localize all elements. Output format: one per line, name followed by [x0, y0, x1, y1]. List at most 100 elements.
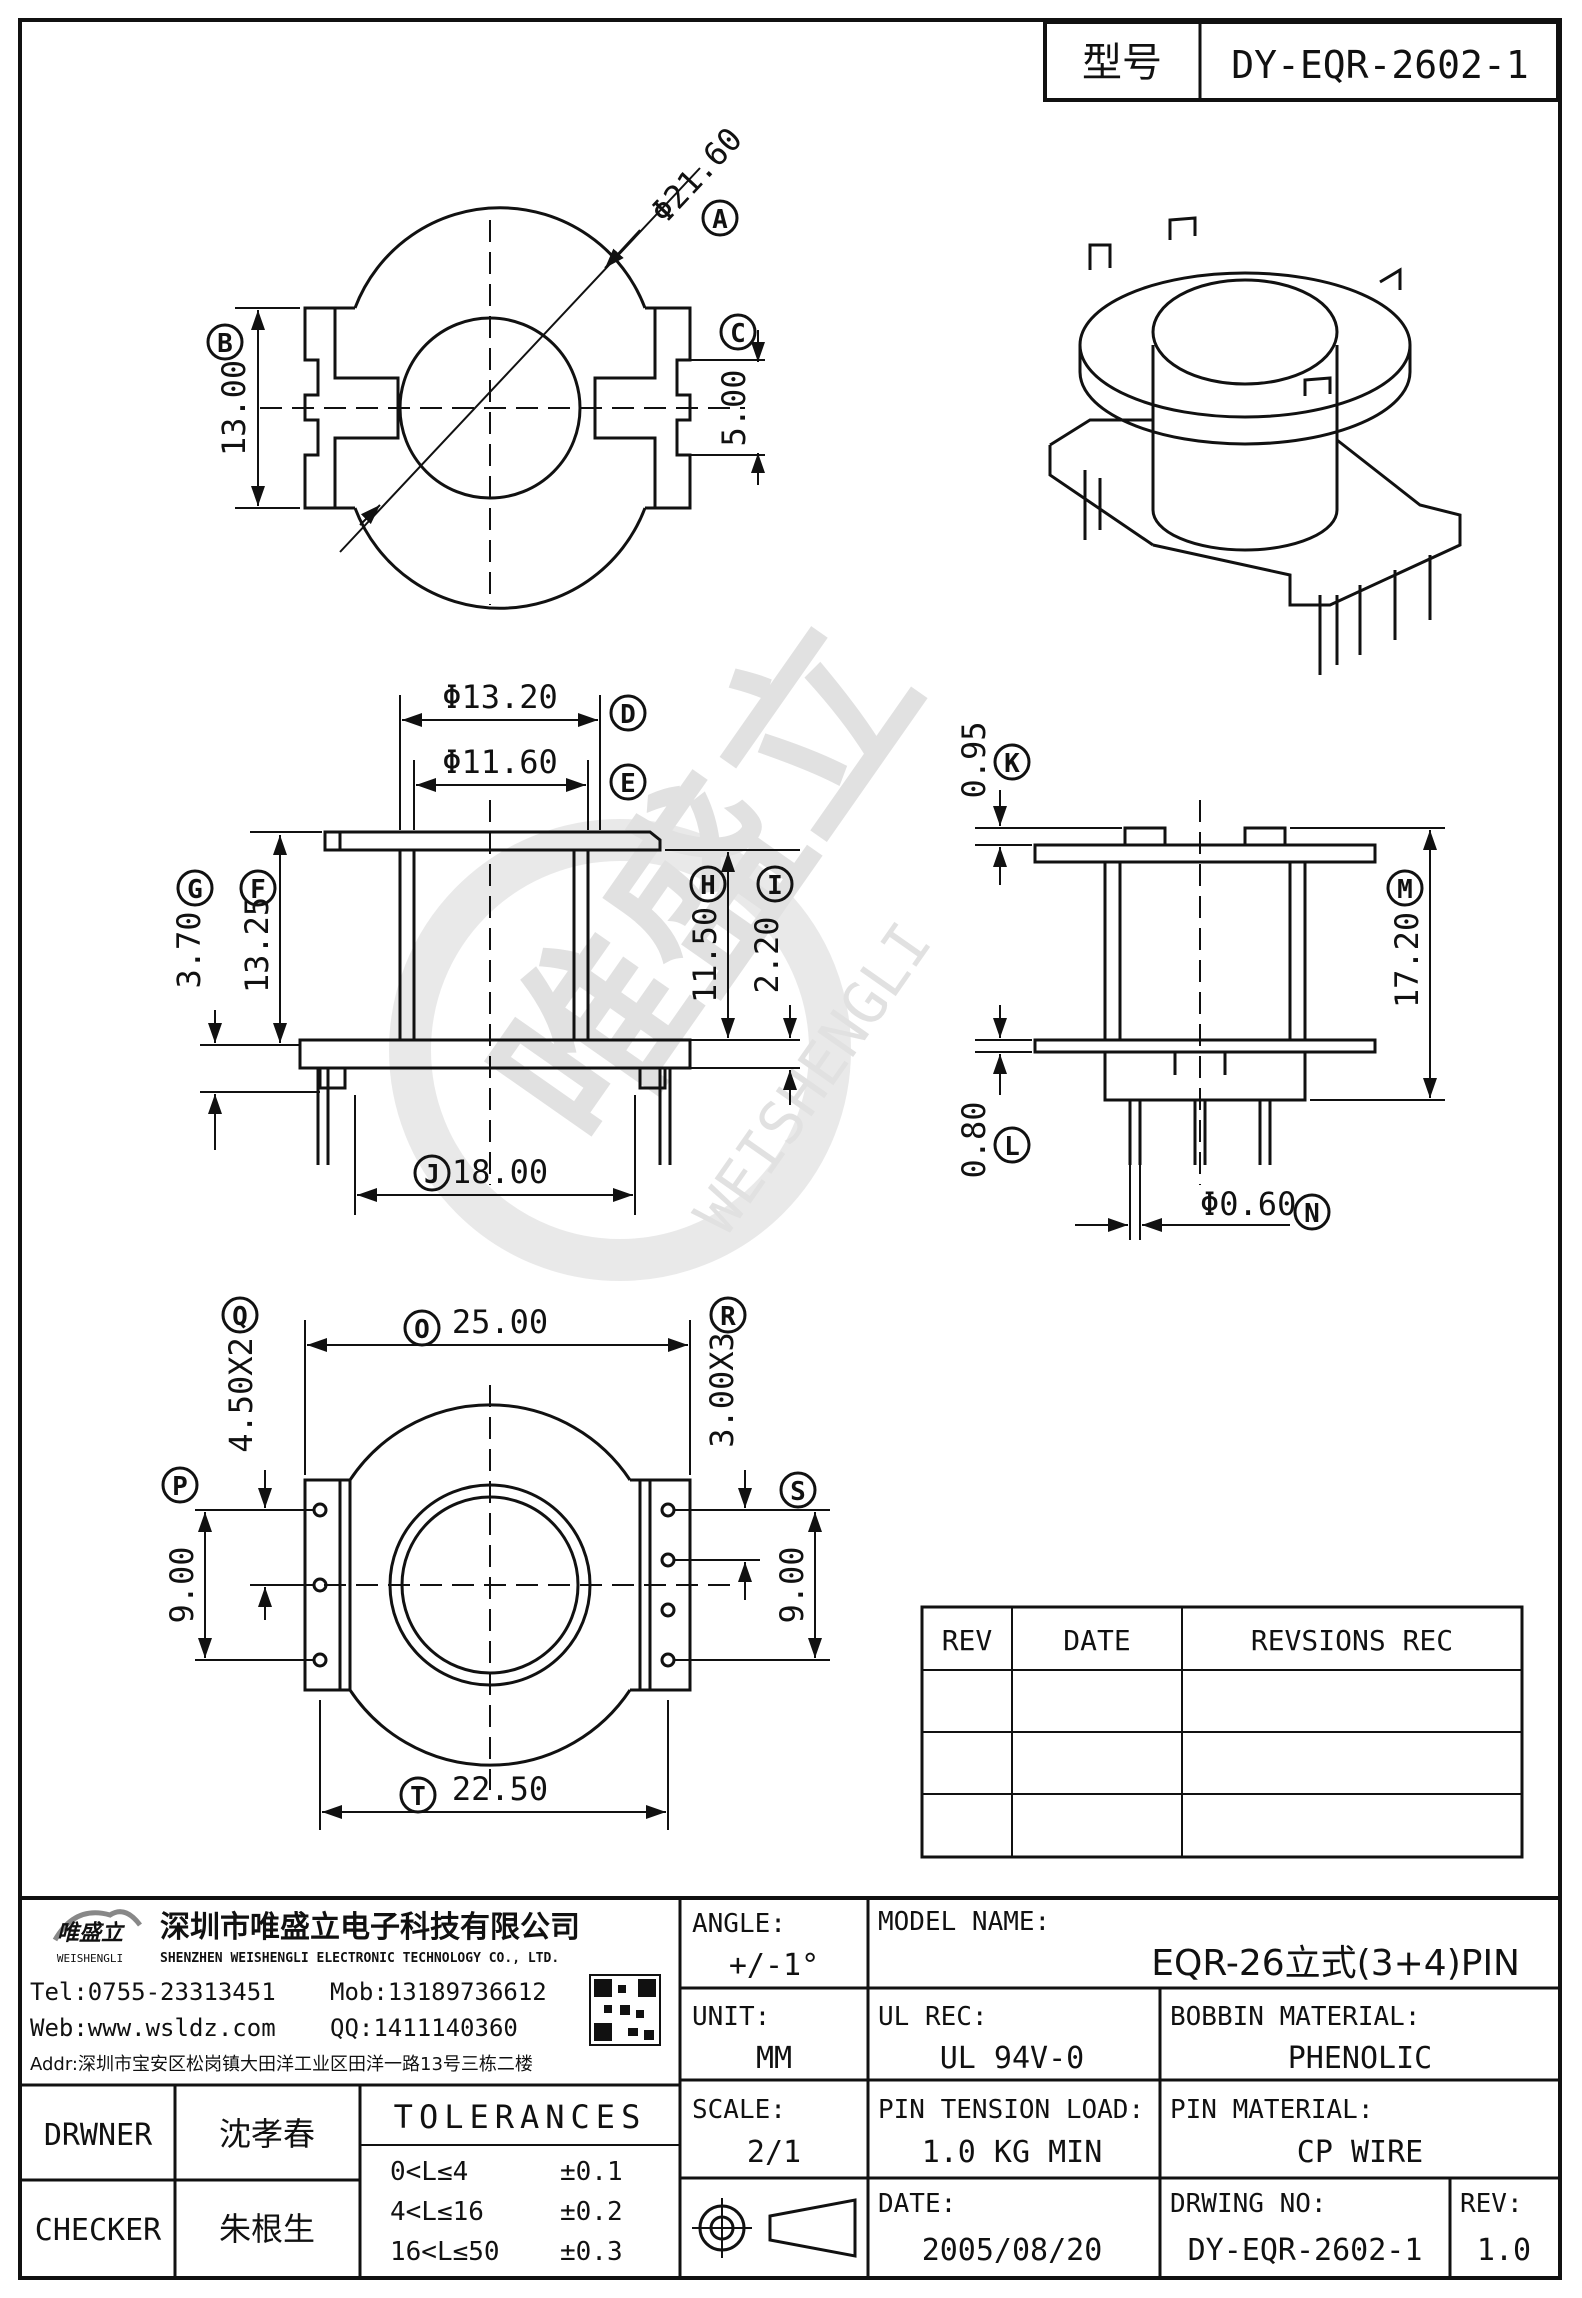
- letter-H: H: [689, 865, 727, 903]
- letter-E: E: [609, 763, 647, 801]
- letter-A: A: [701, 199, 739, 237]
- letter-D: D: [609, 694, 647, 732]
- dim-G-value: 3.70: [170, 911, 208, 988]
- rev-value: 1.0: [1477, 2233, 1531, 2268]
- dim-T-value: 22.50: [452, 1770, 548, 1808]
- isometric-view: [1048, 216, 1462, 675]
- date-value: 2005/08/20: [922, 2233, 1103, 2268]
- pin-material-label: PIN MATERIAL:: [1170, 2095, 1374, 2125]
- dim-S-value: 9.00: [773, 1546, 811, 1623]
- header-model-no: DY-EQR-2602-1: [1231, 43, 1528, 87]
- svg-text:H: H: [700, 871, 716, 901]
- pin-tension-value: 1.0 KG MIN: [922, 2135, 1103, 2170]
- letter-Q: Q: [221, 1296, 259, 1334]
- checker-label: CHECKER: [35, 2213, 162, 2248]
- letter-J: J: [413, 1154, 451, 1192]
- company-tel: Tel:0755-23313451: [30, 1978, 276, 2006]
- signature-block: DRWNER 沈孝春 CHECKER 朱根生: [35, 2115, 315, 2248]
- dim-Q-value: 4.50X2: [222, 1337, 260, 1453]
- model-name-label: MODEL NAME:: [878, 1907, 1050, 1937]
- company-qq: QQ:1411140360: [330, 2014, 518, 2042]
- unit-label: UNIT:: [692, 2002, 770, 2032]
- tolerance-range-3: 16<L≤50: [390, 2237, 500, 2267]
- revisions-rec-header: REVSIONS REC: [1251, 1624, 1453, 1657]
- tolerances-block: TOLERANCES 0<L≤4 ±0.1 4<L≤16 ±0.2 16<L≤5…: [390, 2098, 647, 2267]
- dim-R-value: 3.00X3: [703, 1332, 741, 1448]
- svg-text:P: P: [172, 1472, 188, 1502]
- letter-M: M: [1386, 869, 1424, 907]
- svg-text:R: R: [720, 1302, 736, 1332]
- rev-label: REV:: [1460, 2189, 1523, 2219]
- tolerance-value-2: ±0.2: [560, 2197, 623, 2227]
- svg-text:F: F: [250, 875, 266, 905]
- dim-D-value: Φ13.20: [442, 678, 558, 716]
- drawing-border: [18, 18, 1562, 2280]
- company-addr: Addr:深圳市宝安区松岗镇大田洋工业区田洋一路13号三栋二楼: [30, 2054, 533, 2075]
- date-header: DATE: [1063, 1624, 1130, 1657]
- letter-B: B: [206, 323, 244, 361]
- bobbin-material-label: BOBBIN MATERIAL:: [1170, 2002, 1420, 2032]
- dim-J-value: 18.00: [452, 1153, 548, 1191]
- front-view: [298, 800, 692, 1185]
- letter-S: S: [779, 1471, 817, 1509]
- svg-text:L: L: [1004, 1132, 1020, 1162]
- dim-K-value: 0.95: [955, 721, 993, 798]
- bottom-view-dims: 25.00 9.00 4.50X2 3.00X3 9.00 22.50: [163, 1303, 830, 1830]
- side-view-dims: 0.95 0.80 17.20 Φ0.60: [955, 721, 1445, 1240]
- side-view: [1033, 800, 1377, 1185]
- type-label: 型号: [1082, 40, 1162, 86]
- drawing-no-value: DY-EQR-2602-1: [1188, 2233, 1423, 2268]
- dim-F-value: 13.25: [238, 897, 276, 993]
- svg-text:C: C: [730, 319, 746, 349]
- tolerances-label: TOLERANCES: [394, 2098, 647, 2136]
- svg-text:N: N: [1304, 1199, 1320, 1229]
- svg-text:K: K: [1004, 749, 1020, 779]
- letter-F: F: [239, 869, 277, 907]
- ul-rec-value: UL 94V-0: [940, 2041, 1085, 2076]
- dim-C-value: 5.00: [715, 369, 753, 446]
- svg-text:T: T: [410, 1782, 426, 1812]
- svg-text:A: A: [712, 205, 728, 235]
- letter-N: N: [1293, 1193, 1331, 1231]
- pin-tension-label: PIN TENSION LOAD:: [878, 2095, 1144, 2125]
- tolerance-range-2: 4<L≤16: [390, 2197, 484, 2227]
- dim-H-value: 11.50: [686, 907, 724, 1003]
- company-block: 唯盛立 WEISHENGLI 深圳市唯盛立电子科技有限公司 SHENZHEN W…: [30, 1909, 661, 2075]
- drawer-value: 沈孝春: [219, 2115, 315, 2153]
- dim-O-value: 25.00: [452, 1303, 548, 1341]
- revision-table: REV DATE REVSIONS REC: [920, 1605, 1524, 1859]
- dim-E-value: Φ11.60: [442, 743, 558, 781]
- letter-G: G: [176, 869, 214, 907]
- dim-I-value: 2.20: [748, 916, 786, 993]
- tolerance-range-1: 0<L≤4: [390, 2157, 468, 2187]
- letter-L: L: [993, 1126, 1031, 1164]
- scale-label: SCALE:: [692, 2095, 786, 2125]
- title-block: [22, 1896, 1558, 2278]
- unit-value: MM: [756, 2041, 792, 2076]
- model-name-value: EQR-26立式(3+4)PIN: [1151, 1943, 1520, 1984]
- company-name-en: SHENZHEN WEISHENGLI ELECTRONIC TECHNOLOG…: [160, 1951, 559, 1966]
- tolerance-value-3: ±0.3: [560, 2237, 623, 2267]
- ul-rec-label: UL REC:: [878, 2002, 988, 2032]
- dim-M-value: 17.20: [1388, 912, 1426, 1008]
- svg-text:Q: Q: [232, 1302, 248, 1332]
- svg-text:M: M: [1397, 875, 1413, 905]
- letter-I: I: [756, 865, 794, 903]
- scale-value: 2/1: [747, 2135, 801, 2170]
- header-model-box: 型号 DY-EQR-2602-1: [1043, 20, 1560, 102]
- svg-text:D: D: [620, 700, 636, 730]
- dim-B-value: 13.00: [215, 360, 253, 456]
- date-label: DATE:: [878, 2189, 956, 2219]
- projection-symbol-icon: [692, 2198, 857, 2258]
- dim-L-value: 0.80: [955, 1101, 993, 1178]
- angle-label: ANGLE:: [692, 1909, 786, 1939]
- checker-value: 朱根生: [219, 2210, 315, 2248]
- spec-cells: MODEL NAME: EQR-26立式(3+4)PIN UL REC: UL …: [878, 1907, 1531, 2268]
- svg-text:J: J: [424, 1160, 440, 1190]
- dim-P-value: 9.00: [163, 1546, 201, 1623]
- letter-K: K: [993, 743, 1031, 781]
- bottom-view: [260, 1385, 740, 1790]
- svg-text:B: B: [217, 329, 233, 359]
- drawer-label: DRWNER: [44, 2118, 153, 2153]
- svg-text:G: G: [187, 875, 203, 905]
